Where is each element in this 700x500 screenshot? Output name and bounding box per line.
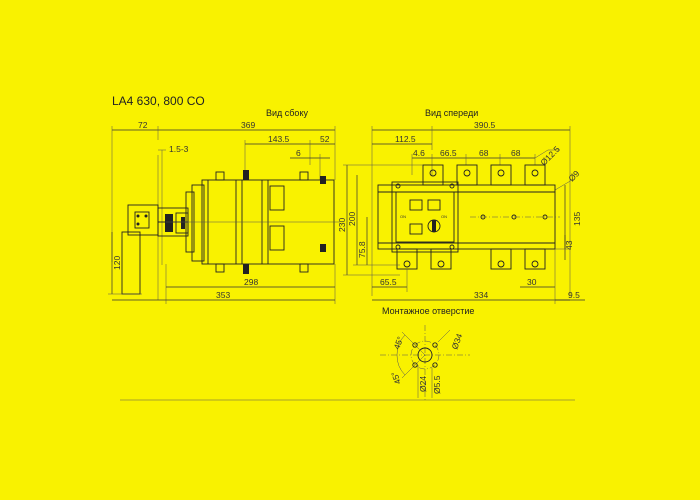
dim-30: 30 xyxy=(527,277,537,287)
dim-75-8: 75.8 xyxy=(357,241,367,258)
mounting-hole-label: Монтажное отверстие xyxy=(382,306,475,316)
front-view-label: Вид спереди xyxy=(425,108,479,118)
dim-369: 369 xyxy=(241,120,255,130)
front-dimension-labels: 112.5 390.5 4.6 66.5 68 68 Ø12.5 Ø9 230 … xyxy=(337,120,582,300)
side-view-label: Вид сбоку xyxy=(266,108,308,118)
dim-6: 6 xyxy=(296,148,301,158)
dim-43: 43 xyxy=(564,240,574,250)
angle-45-lower: 45° xyxy=(389,370,403,386)
dim-200: 200 xyxy=(347,212,357,226)
dim-72: 72 xyxy=(138,120,148,130)
dim-353: 353 xyxy=(216,290,230,300)
dim-d34: Ø34 xyxy=(449,332,464,351)
dim-4-6: 4.6 xyxy=(413,148,425,158)
dim-66-5: 66.5 xyxy=(440,148,457,158)
dim-230: 230 xyxy=(337,218,347,232)
dim-1-5-3: 1.5-3 xyxy=(169,144,189,154)
dim-390-5: 390.5 xyxy=(474,120,496,130)
mounting-dimension-labels: 45° 45° Ø34 Ø24 Ø5.5 xyxy=(389,332,464,394)
front-view: ON ON xyxy=(343,126,585,304)
dim-9-5: 9.5 xyxy=(568,290,580,300)
dim-52: 52 xyxy=(320,134,330,144)
page-title: LA4 630, 800 CO xyxy=(112,94,205,108)
dim-120: 120 xyxy=(112,256,122,270)
dim-d24: Ø24 xyxy=(418,376,428,392)
dim-143-5: 143.5 xyxy=(268,134,290,144)
svg-text:ON: ON xyxy=(400,214,406,219)
dim-135: 135 xyxy=(572,212,582,226)
mounting-hole-view xyxy=(380,325,470,400)
angle-45-upper: 45° xyxy=(391,335,405,351)
dim-68-a: 68 xyxy=(479,148,489,158)
dim-112-5: 112.5 xyxy=(395,134,416,144)
dim-d12-5: Ø12.5 xyxy=(538,144,562,168)
dim-298: 298 xyxy=(244,277,258,287)
side-dimension-labels: 72 369 143.5 52 6 1.5-3 120 298 353 xyxy=(112,120,330,300)
dim-65-5: 65.5 xyxy=(380,277,397,287)
svg-text:ON: ON xyxy=(441,214,447,219)
dim-d9: Ø9 xyxy=(566,168,581,183)
dim-334: 334 xyxy=(474,290,488,300)
dim-68-b: 68 xyxy=(511,148,521,158)
side-view xyxy=(108,126,340,304)
dim-d5-5: Ø5.5 xyxy=(432,375,442,394)
